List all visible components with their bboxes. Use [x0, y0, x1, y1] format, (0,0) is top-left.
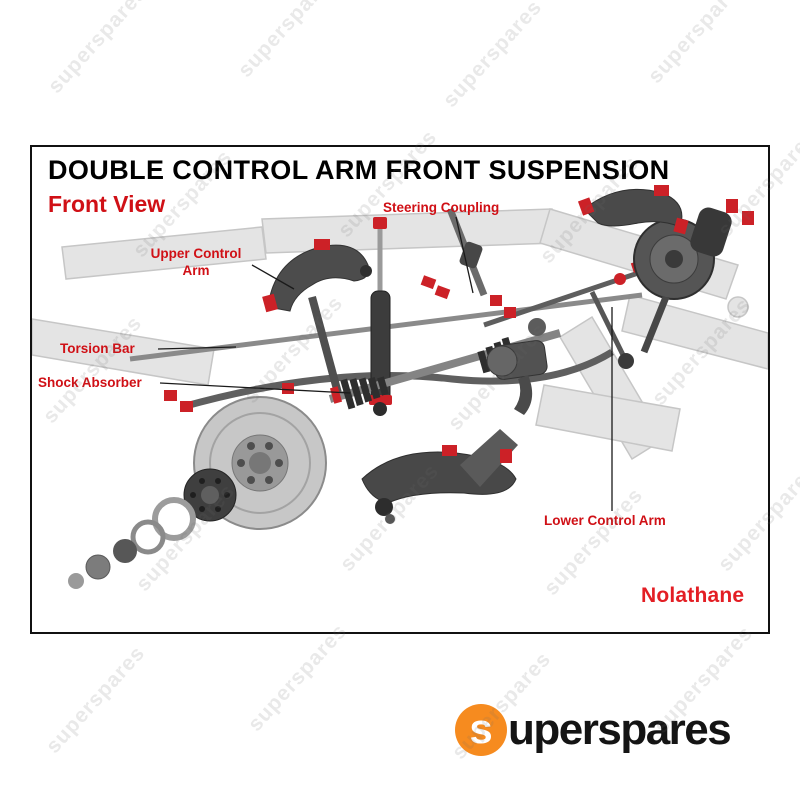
watermark-text: superspares	[438, 0, 547, 112]
label-shock-absorber: Shock Absorber	[38, 375, 142, 390]
leader-lines	[157, 216, 613, 511]
watermark-text: superspares	[643, 0, 752, 88]
superspares-logo: s uperspares	[455, 704, 732, 756]
watermark-text: superspares	[43, 0, 152, 98]
shock-absorber-part	[369, 217, 392, 416]
steering-coupling-part	[420, 207, 488, 300]
watermark-text: superspares	[41, 641, 150, 758]
nolathane-brand: Nolathane	[641, 584, 745, 607]
steering-gear-part	[486, 318, 548, 415]
upper-right-arm-part	[577, 185, 754, 235]
label-steering-coupling: Steering Coupling	[383, 200, 500, 215]
label-lower-control-arm: Lower Control Arm	[544, 513, 666, 528]
upper-control-arm-part	[262, 239, 372, 395]
superspares-logo-text: uperspares	[508, 705, 732, 754]
superspares-logo-icon: s	[455, 704, 507, 756]
diagram-title: DOUBLE CONTROL ARM FRONT SUSPENSION	[48, 155, 670, 185]
label-torsion-bar: Torsion Bar	[60, 341, 135, 356]
suspension-illustration	[32, 185, 768, 589]
front-view-label: Front View	[48, 191, 166, 217]
diagram-frame: DOUBLE CONTROL ARM FRONT SUSPENSION Fron…	[30, 145, 770, 634]
label-upper-control-arm: Upper Control Arm	[150, 246, 242, 278]
lower-control-arm-part	[361, 429, 518, 524]
watermark-text: superspares	[243, 619, 352, 736]
watermark-text: superspares	[233, 0, 342, 82]
hub-parts	[68, 468, 237, 589]
misc-bushings	[164, 295, 516, 412]
